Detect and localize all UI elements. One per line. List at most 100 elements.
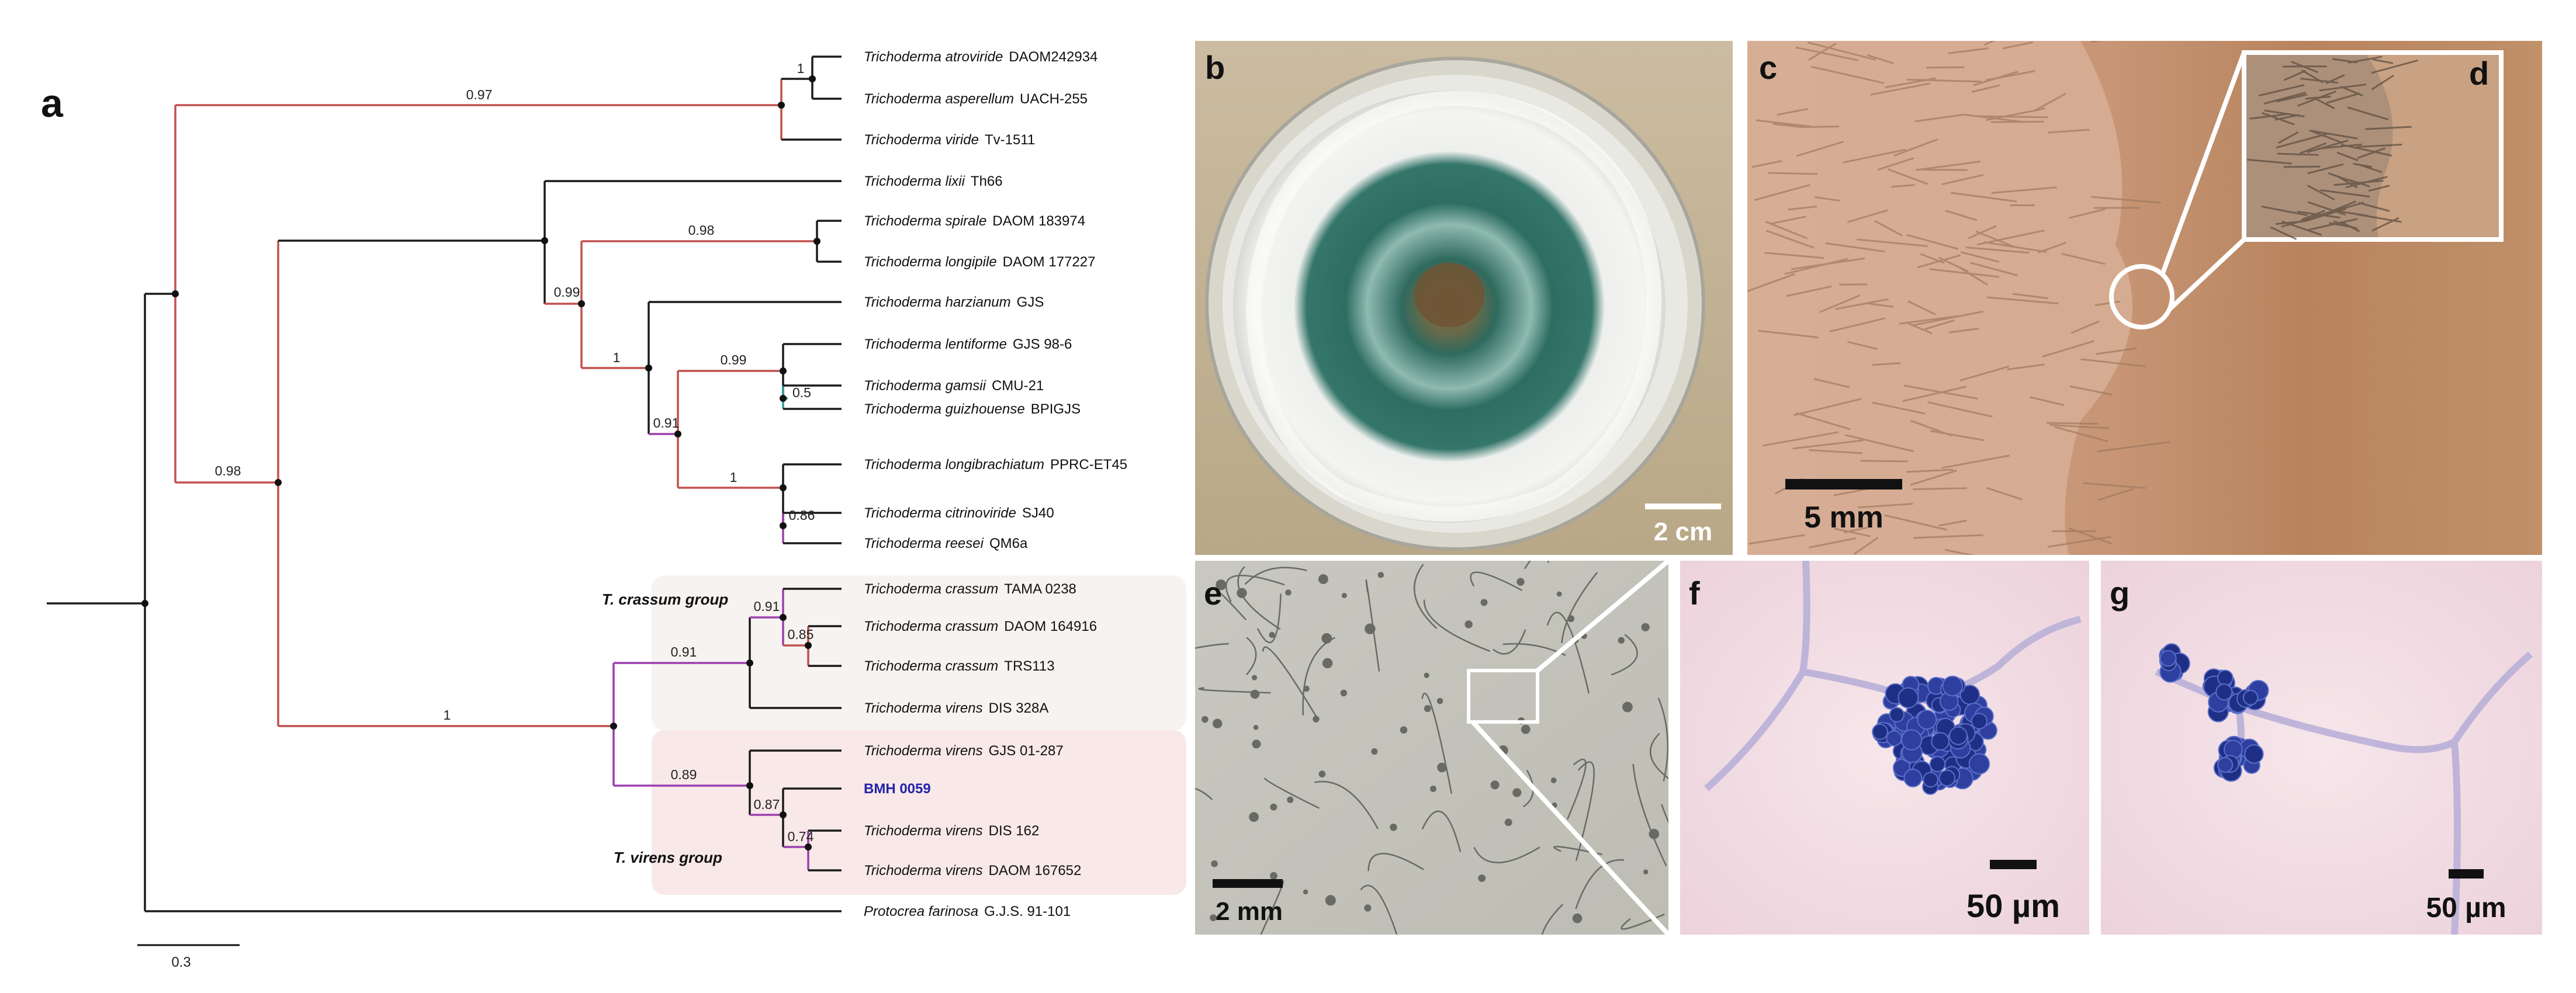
scale-bar-c: [1785, 479, 1902, 489]
taxon-label: Trichoderma crassum DAOM 164916: [864, 619, 1097, 634]
taxon-strain: UACH-255: [1020, 91, 1088, 107]
taxon-species: Trichoderma spirale: [864, 213, 986, 229]
scale-bar-f: [1990, 860, 2037, 869]
taxon-strain: DAOM 183974: [992, 213, 1085, 229]
taxon-species: Trichoderma virens: [864, 700, 983, 716]
virens-group-box: [652, 730, 1186, 895]
support-value: 1: [613, 350, 621, 365]
panel-g-conidia: g 50 µm: [2101, 561, 2542, 935]
zoom-box: [1467, 669, 1539, 724]
taxon-species: Trichoderma longibrachiatum: [864, 457, 1044, 473]
taxon-label: BMH 0059: [864, 781, 931, 797]
taxon-species: Trichoderma crassum: [864, 658, 998, 674]
panel-e-microscopy: e 2 mm: [1195, 558, 1670, 936]
panel-label-e: e: [1204, 575, 1222, 612]
taxon-strain: CMU-21: [992, 378, 1044, 394]
support-value: 0.5: [792, 385, 811, 400]
support-value: 0.91: [754, 599, 780, 614]
panel-label-a: a: [41, 81, 64, 126]
support-value: 0.98: [215, 463, 241, 478]
taxon-label: Trichoderma virens DIS 162: [864, 823, 1039, 839]
panel-label-g: g: [2110, 575, 2130, 612]
taxon-label: Protocrea farinosa G.J.S. 91-101: [864, 904, 1071, 919]
taxon-species: Trichoderma virens: [864, 823, 983, 839]
taxon-strain: BPIGJS: [1031, 401, 1081, 417]
scale-label-c: 5 mm: [1804, 501, 1883, 534]
tree-scale-label: 0.3: [171, 954, 191, 970]
taxon-label: Trichoderma crassum TAMA 0238: [864, 581, 1076, 597]
taxon-strain-highlight: BMH 0059: [864, 781, 931, 797]
taxon-species: Trichoderma citrinoviride: [864, 505, 1016, 521]
support-value: 0.91: [671, 644, 697, 659]
taxon-strain: DAOM242934: [1009, 49, 1097, 65]
taxon-strain: PPRC-ET45: [1050, 457, 1127, 473]
taxon-label: Trichoderma longipile DAOM 177227: [864, 254, 1095, 270]
taxon-species: Trichoderma crassum: [864, 581, 998, 597]
taxon-label: Trichoderma virens GJS 01-287: [864, 743, 1064, 759]
panel-d-inset: d: [2242, 50, 2504, 242]
support-value: 0.89: [671, 767, 697, 782]
zoom-circle: [2109, 264, 2175, 329]
panel-label-c: c: [1759, 49, 1777, 86]
panel-label-d: d: [2469, 55, 2489, 92]
taxon-strain: GJS: [1017, 294, 1044, 310]
taxon-strain: Th66: [971, 173, 1003, 189]
taxon-species: Trichoderma crassum: [864, 619, 998, 634]
taxon-label: Trichoderma virens DIS 328A: [864, 700, 1048, 716]
taxon-strain: DIS 162: [989, 823, 1040, 839]
support-value: 0.74: [788, 829, 814, 844]
taxon-strain: TAMA 0238: [1004, 581, 1076, 597]
support-value: 0.99: [721, 352, 747, 367]
support-value: 0.85: [788, 627, 814, 642]
support-value: 0.98: [688, 223, 715, 238]
taxon-species: Trichoderma asperellum: [864, 91, 1014, 107]
taxon-species: Trichoderma guizhouense: [864, 401, 1025, 417]
taxon-label: Trichoderma spirale DAOM 183974: [864, 213, 1085, 229]
taxon-label: Trichoderma asperellum UACH-255: [864, 91, 1088, 107]
taxon-species: Protocrea farinosa: [864, 904, 978, 919]
panel-f-conidia: f 50 µm: [1680, 561, 2089, 935]
taxon-strain: SJ40: [1022, 505, 1054, 521]
taxon-species: Trichoderma lentiforme: [864, 336, 1007, 352]
taxon-strain: DAOM 164916: [1004, 619, 1097, 634]
taxon-strain: QM6a: [989, 536, 1028, 551]
taxon-strain: DAOM 167652: [989, 863, 1082, 879]
taxon-label: Trichoderma citrinoviride SJ40: [864, 505, 1054, 521]
scale-label-f: 50 µm: [1966, 887, 2060, 924]
taxon-label: Trichoderma lixii Th66: [864, 173, 1003, 189]
support-value: 1: [797, 61, 805, 76]
crassum-group-label: T. crassum group: [602, 591, 728, 608]
taxon-strain: Tv-1511: [985, 132, 1035, 148]
scale-label-b: 2 cm: [1654, 518, 1712, 546]
support-value: 1: [444, 707, 451, 723]
taxon-strain: G.J.S. 91-101: [984, 904, 1071, 919]
taxon-species: Trichoderma virens: [864, 743, 983, 759]
support-value: 0.97: [466, 87, 493, 102]
taxon-label: Trichoderma crassum TRS113: [864, 658, 1055, 674]
taxon-species: Trichoderma longipile: [864, 254, 997, 270]
taxon-strain: DIS 328A: [989, 700, 1049, 716]
taxon-species: Trichoderma harzianum: [864, 294, 1011, 310]
taxon-strain: TRS113: [1004, 658, 1054, 674]
scale-bar-e: [1213, 879, 1283, 888]
support-value: 0.87: [754, 797, 780, 812]
panel-c-hyphae-photo: c d 5 mm: [1747, 41, 2542, 555]
support-value: 0.99: [554, 284, 580, 300]
taxon-strain: DAOM 177227: [1003, 254, 1096, 270]
taxon-species: Trichoderma lixii: [864, 173, 965, 189]
tree-nodes: [141, 75, 820, 850]
scale-bar-g: [2449, 869, 2484, 879]
virens-group-label: T. virens group: [614, 849, 722, 866]
scale-label-g: 50 µm: [2426, 893, 2506, 923]
taxon-strain: GJS 01-287: [989, 743, 1064, 759]
scale-label-e: 2 mm: [1216, 897, 1283, 926]
